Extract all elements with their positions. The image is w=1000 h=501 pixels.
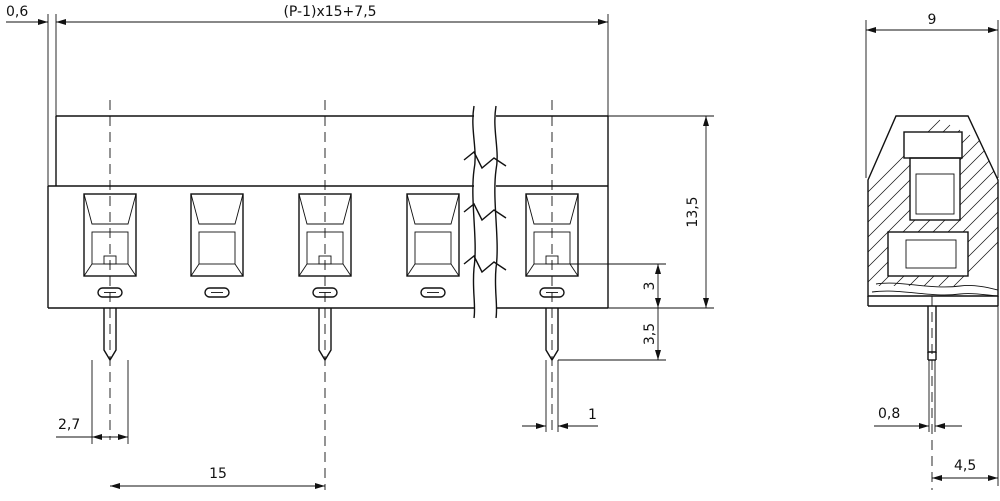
terminal-4: [406, 193, 460, 298]
dim-top-offset: 0,6: [6, 4, 28, 20]
side-view: [867, 115, 999, 490]
front-view: [47, 14, 609, 490]
dim-first-pin-offset: 2,7: [58, 417, 80, 433]
terminal-2: [190, 193, 244, 298]
dim-side-pin-width: 0,8: [878, 406, 900, 422]
dim-pitch: 15: [209, 466, 227, 482]
front-dimensions: 0,6 (P-1)x15+7,5 13,5 3 3,5 1: [6, 4, 714, 489]
dim-side-width: 9: [928, 12, 937, 28]
dim-pin-offset: 3,5: [642, 323, 658, 345]
side-dimensions: 9 0,8 4,5: [865, 12, 999, 486]
dim-total-length: (P-1)x15+7,5: [283, 4, 376, 20]
dim-side-pin-offset: 4,5: [954, 458, 976, 474]
dim-terminal-height: 3: [642, 282, 658, 291]
dim-height: 13,5: [685, 196, 701, 227]
terminal-1: [83, 193, 137, 298]
dim-pin-width: 1: [588, 407, 597, 423]
